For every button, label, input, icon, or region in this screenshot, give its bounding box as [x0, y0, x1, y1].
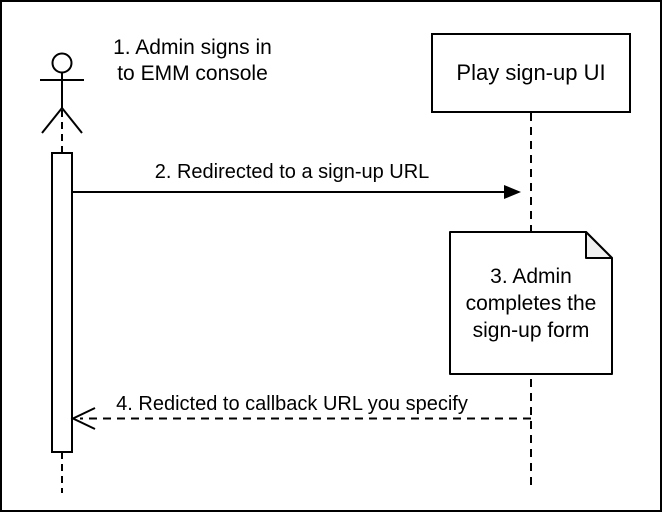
note-label: 3. Admin completes the sign-up form [450, 232, 612, 374]
participant-play-signup-ui: Play sign-up UI [431, 33, 631, 113]
message-4-label: 4. Redicted to callback URL you specify [116, 393, 468, 415]
message-2-arrowhead-icon [504, 185, 521, 199]
actor-right-leg [61, 107, 83, 134]
actor-activation-bar [51, 152, 73, 453]
actor-icon [40, 52, 84, 134]
note-fold-icon [585, 231, 613, 259]
actor-action-label-line2: to EMM console [117, 62, 268, 85]
message-4-arrowhead-icon [70, 407, 96, 430]
note-label-line1: 3. Admin [488, 262, 574, 290]
actor-action-label-line1: 1. Admin signs in [113, 36, 272, 59]
message-2-label: 2. Redirected to a sign-up URL [154, 161, 430, 183]
actor-action-label: 1. Admin signs in to EMM console [90, 35, 295, 87]
note-label-line2: completes the [463, 289, 599, 317]
participant-label: Play sign-up UI [456, 60, 606, 85]
actor-left-leg [41, 107, 63, 134]
note-label-line3: sign-up form [470, 316, 592, 344]
actor-head [51, 52, 73, 74]
